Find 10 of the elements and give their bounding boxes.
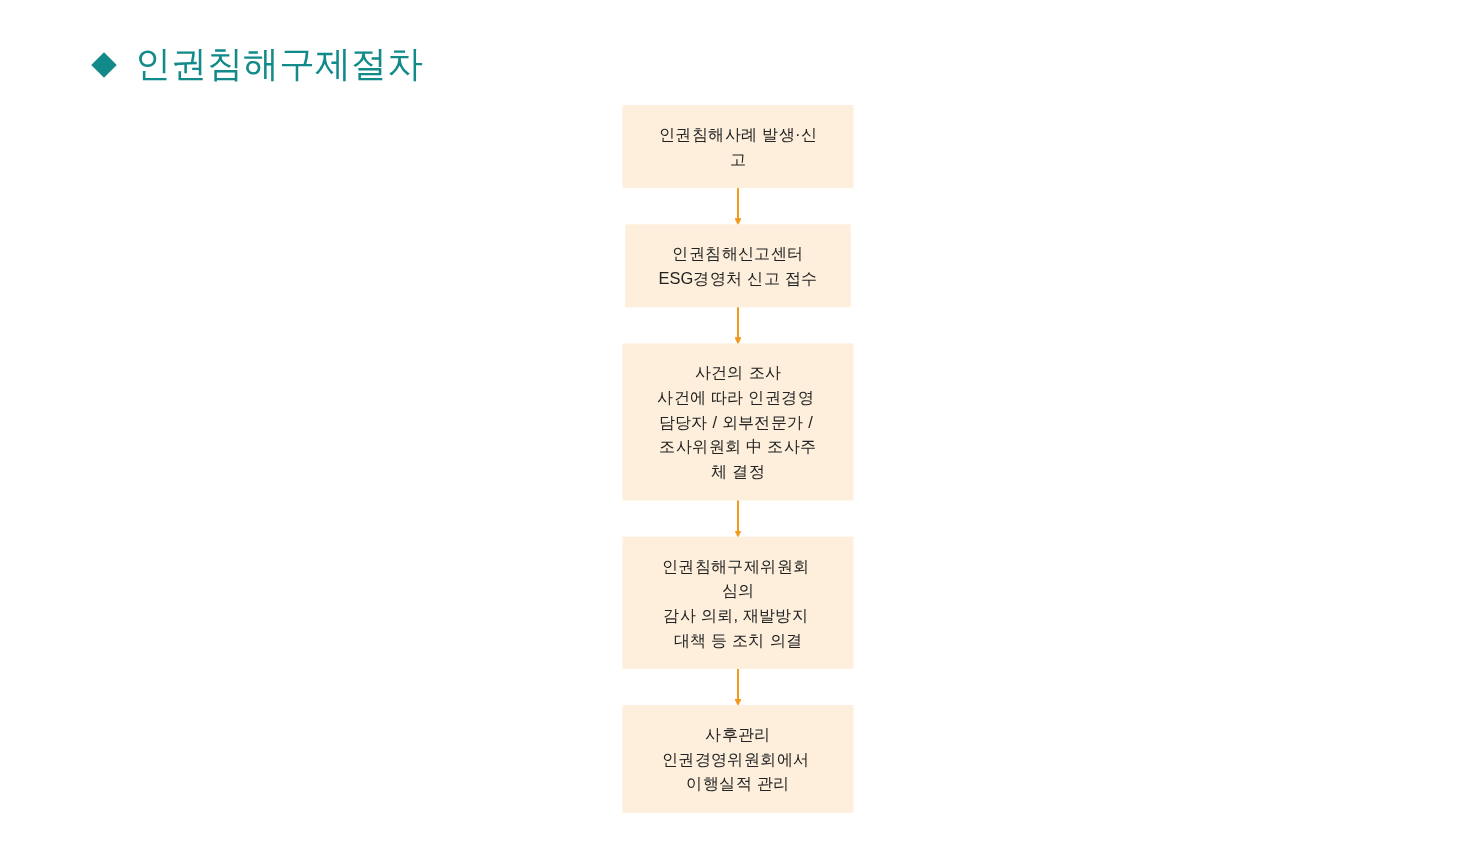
title: 인권침해구제절차	[135, 42, 423, 86]
arrow	[734, 187, 742, 226]
arrow	[734, 500, 742, 538]
node-box: 사후관리 인권경영위원회에서 이행실적 관리	[622, 705, 854, 813]
arrow	[734, 306, 742, 345]
node-box: 사건의 조사 사건에 따라 인권경영 담당자 / 외부전문가 / 조사위원회 中 조사주체 결정	[622, 343, 854, 501]
arrow	[734, 668, 742, 706]
node-box: 인권침해구제위원회 심의 감사 의뢰, 재발방지 대책 등 조치 의결	[622, 536, 854, 669]
node-box: 인권침해신고센터 ESG경영처 신고 접수	[625, 224, 851, 308]
node-box: 인권침해사례 발생·신고	[622, 105, 854, 189]
